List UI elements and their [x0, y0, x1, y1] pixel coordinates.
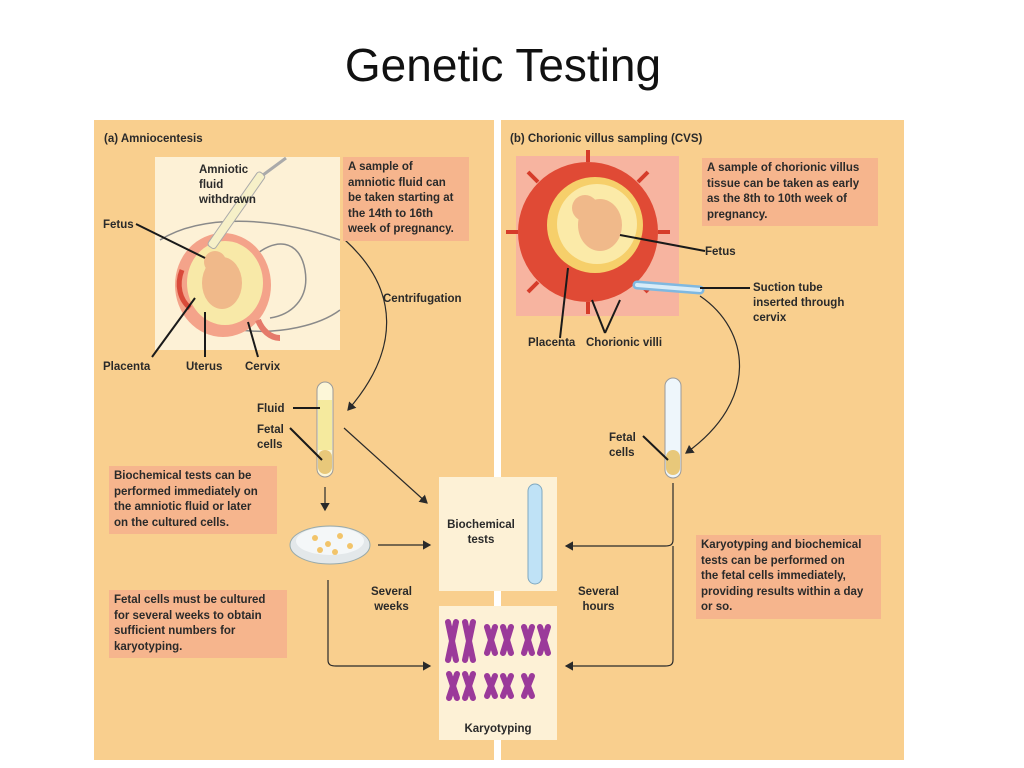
amniocentesis-heading: (a) Amniocentesis — [104, 133, 203, 145]
label-fluid: Fluid — [257, 403, 285, 415]
panel-divider — [494, 120, 501, 760]
label-suction-tube: Suction tube inserted through cervix — [753, 282, 845, 324]
label-placenta-b: Placenta — [528, 337, 576, 349]
note-cvs-sample: A sample of chorionic villus tissue can … — [702, 158, 878, 226]
label-biochemical-tests: Biochemical tests — [447, 519, 515, 546]
label-karyotyping: Karyotyping — [464, 723, 532, 735]
label-cervix-a: Cervix — [245, 361, 281, 373]
cvs-anatomy — [506, 150, 705, 314]
flow-arrows — [320, 239, 740, 671]
slide-title: Genetic Testing — [344, 39, 662, 91]
culture-dish — [289, 525, 371, 565]
label-centrifugation: Centrifugation — [383, 293, 462, 305]
label-uterus: Uterus — [186, 361, 223, 373]
label-placenta-a: Placenta — [103, 361, 151, 373]
centrifuge-tube-b — [664, 377, 682, 479]
note-biochemical-tests: Biochemical tests can be performed immed… — [109, 466, 277, 534]
label-fetal-cells-b: Fetal cells — [609, 432, 636, 459]
note-amniotic-sample: A sample of amniotic fluid can be taken … — [343, 157, 469, 241]
karyotype-chromosomes — [445, 619, 551, 701]
biochemical-test-tube — [527, 483, 543, 585]
label-amniotic-fluid-withdrawn: Amniotic fluid withdrawn — [199, 164, 256, 206]
label-fetus-b: Fetus — [705, 246, 736, 258]
note-cultured-cells: Fetal cells must be cultured for several… — [109, 590, 287, 658]
cvs-heading: (b) Chorionic villus sampling (CVS) — [510, 133, 703, 145]
amniocentesis-anatomy — [159, 156, 341, 341]
label-several-weeks: Several weeks — [371, 586, 412, 613]
label-chorionic-villi: Chorionic villi — [586, 337, 663, 349]
label-fetus-a: Fetus — [103, 219, 134, 231]
label-several-hours: Several hours — [578, 586, 619, 613]
leader-lines — [135, 223, 750, 461]
note-karyotyping-immediate: Karyotyping and biochemical tests can be… — [696, 535, 881, 619]
label-fetal-cells-a: Fetal cells — [257, 424, 284, 451]
centrifuge-tube-a — [316, 381, 334, 478]
